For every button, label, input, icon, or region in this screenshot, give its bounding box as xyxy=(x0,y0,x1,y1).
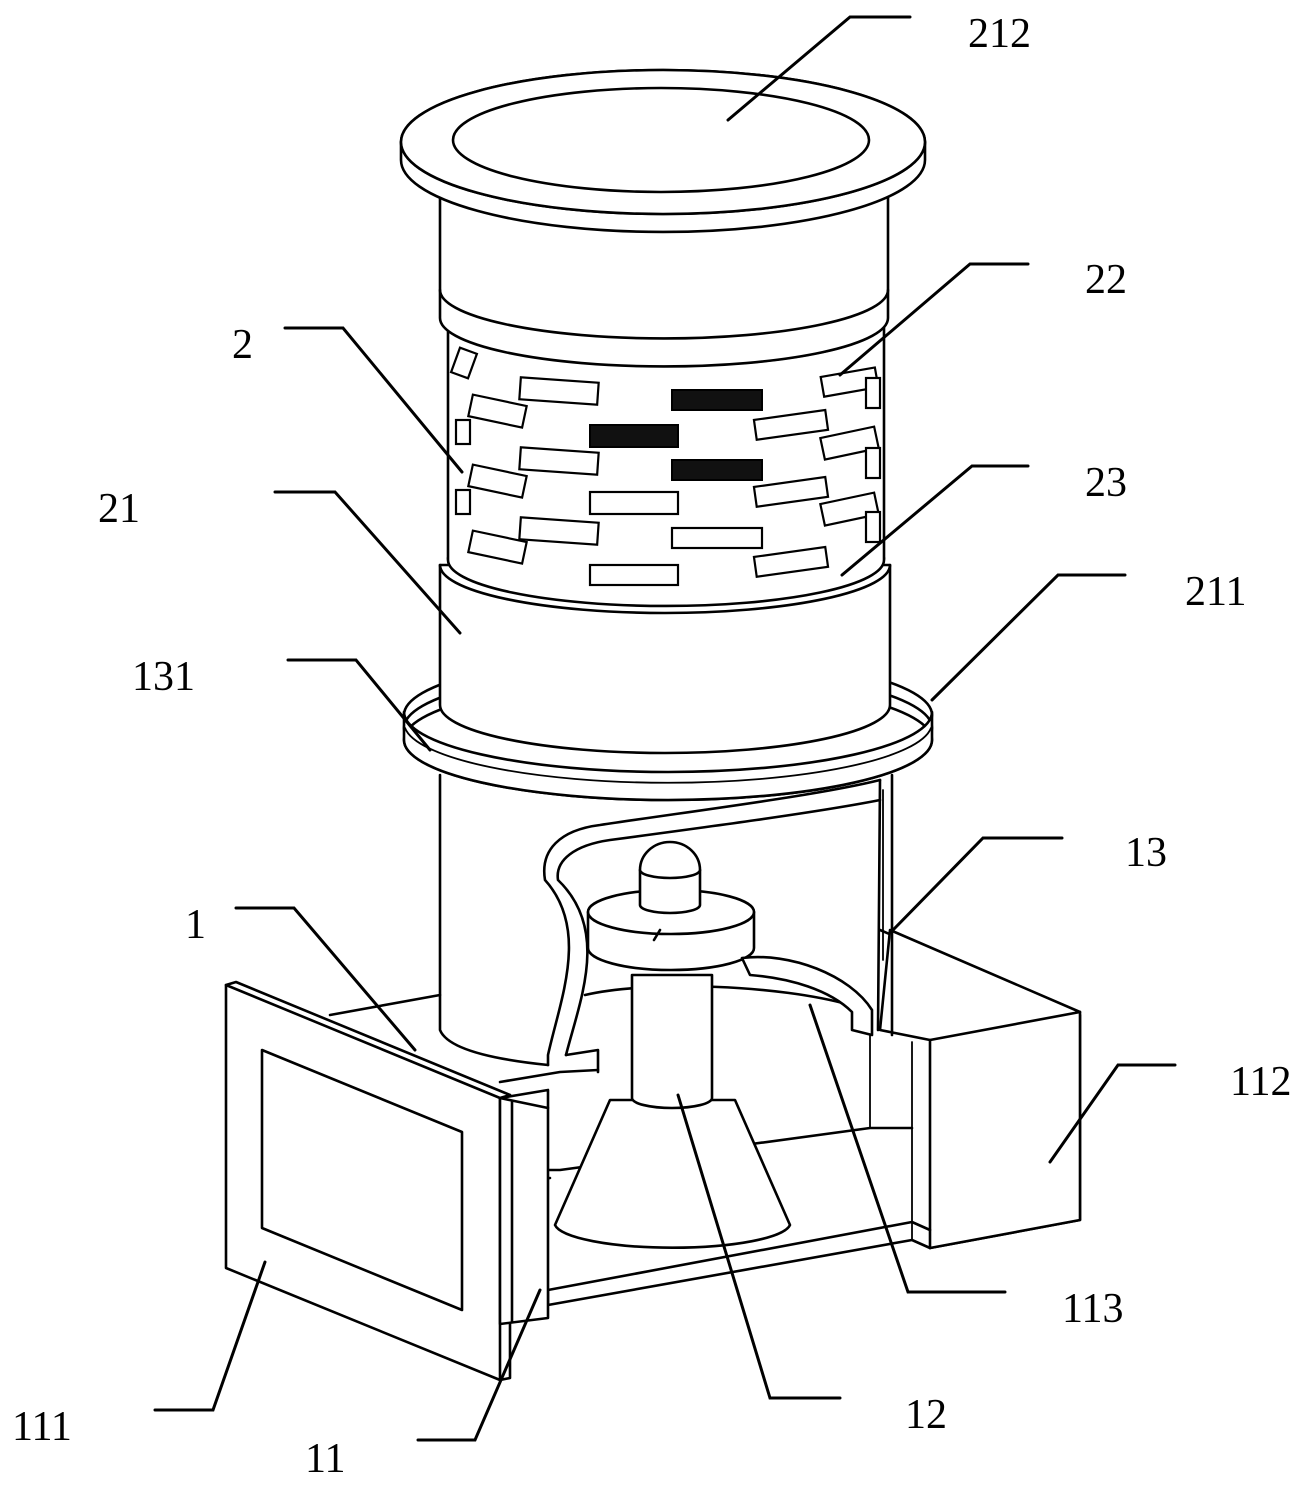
label-1: 1 xyxy=(185,902,206,948)
inlet-frame xyxy=(226,982,548,1380)
label-131: 131 xyxy=(132,654,195,700)
label-12: 12 xyxy=(905,1392,947,1438)
label-113: 113 xyxy=(1062,1286,1123,1332)
label-211: 211 xyxy=(1185,569,1246,615)
label-13: 13 xyxy=(1125,830,1167,876)
label-111: 111 xyxy=(12,1404,72,1450)
leader-2 xyxy=(285,328,462,472)
leader-211 xyxy=(932,575,1125,700)
leader-13 xyxy=(893,838,1062,930)
top-cylinder xyxy=(401,70,925,366)
leader-111 xyxy=(155,1262,265,1410)
label-2: 2 xyxy=(232,322,253,368)
label-212: 212 xyxy=(968,11,1031,57)
label-112: 112 xyxy=(1230,1059,1291,1105)
leader-21 xyxy=(275,492,460,633)
label-22: 22 xyxy=(1085,257,1127,303)
label-11: 11 xyxy=(305,1436,345,1482)
label-23: 23 xyxy=(1085,460,1127,506)
label-21: 21 xyxy=(98,486,140,532)
